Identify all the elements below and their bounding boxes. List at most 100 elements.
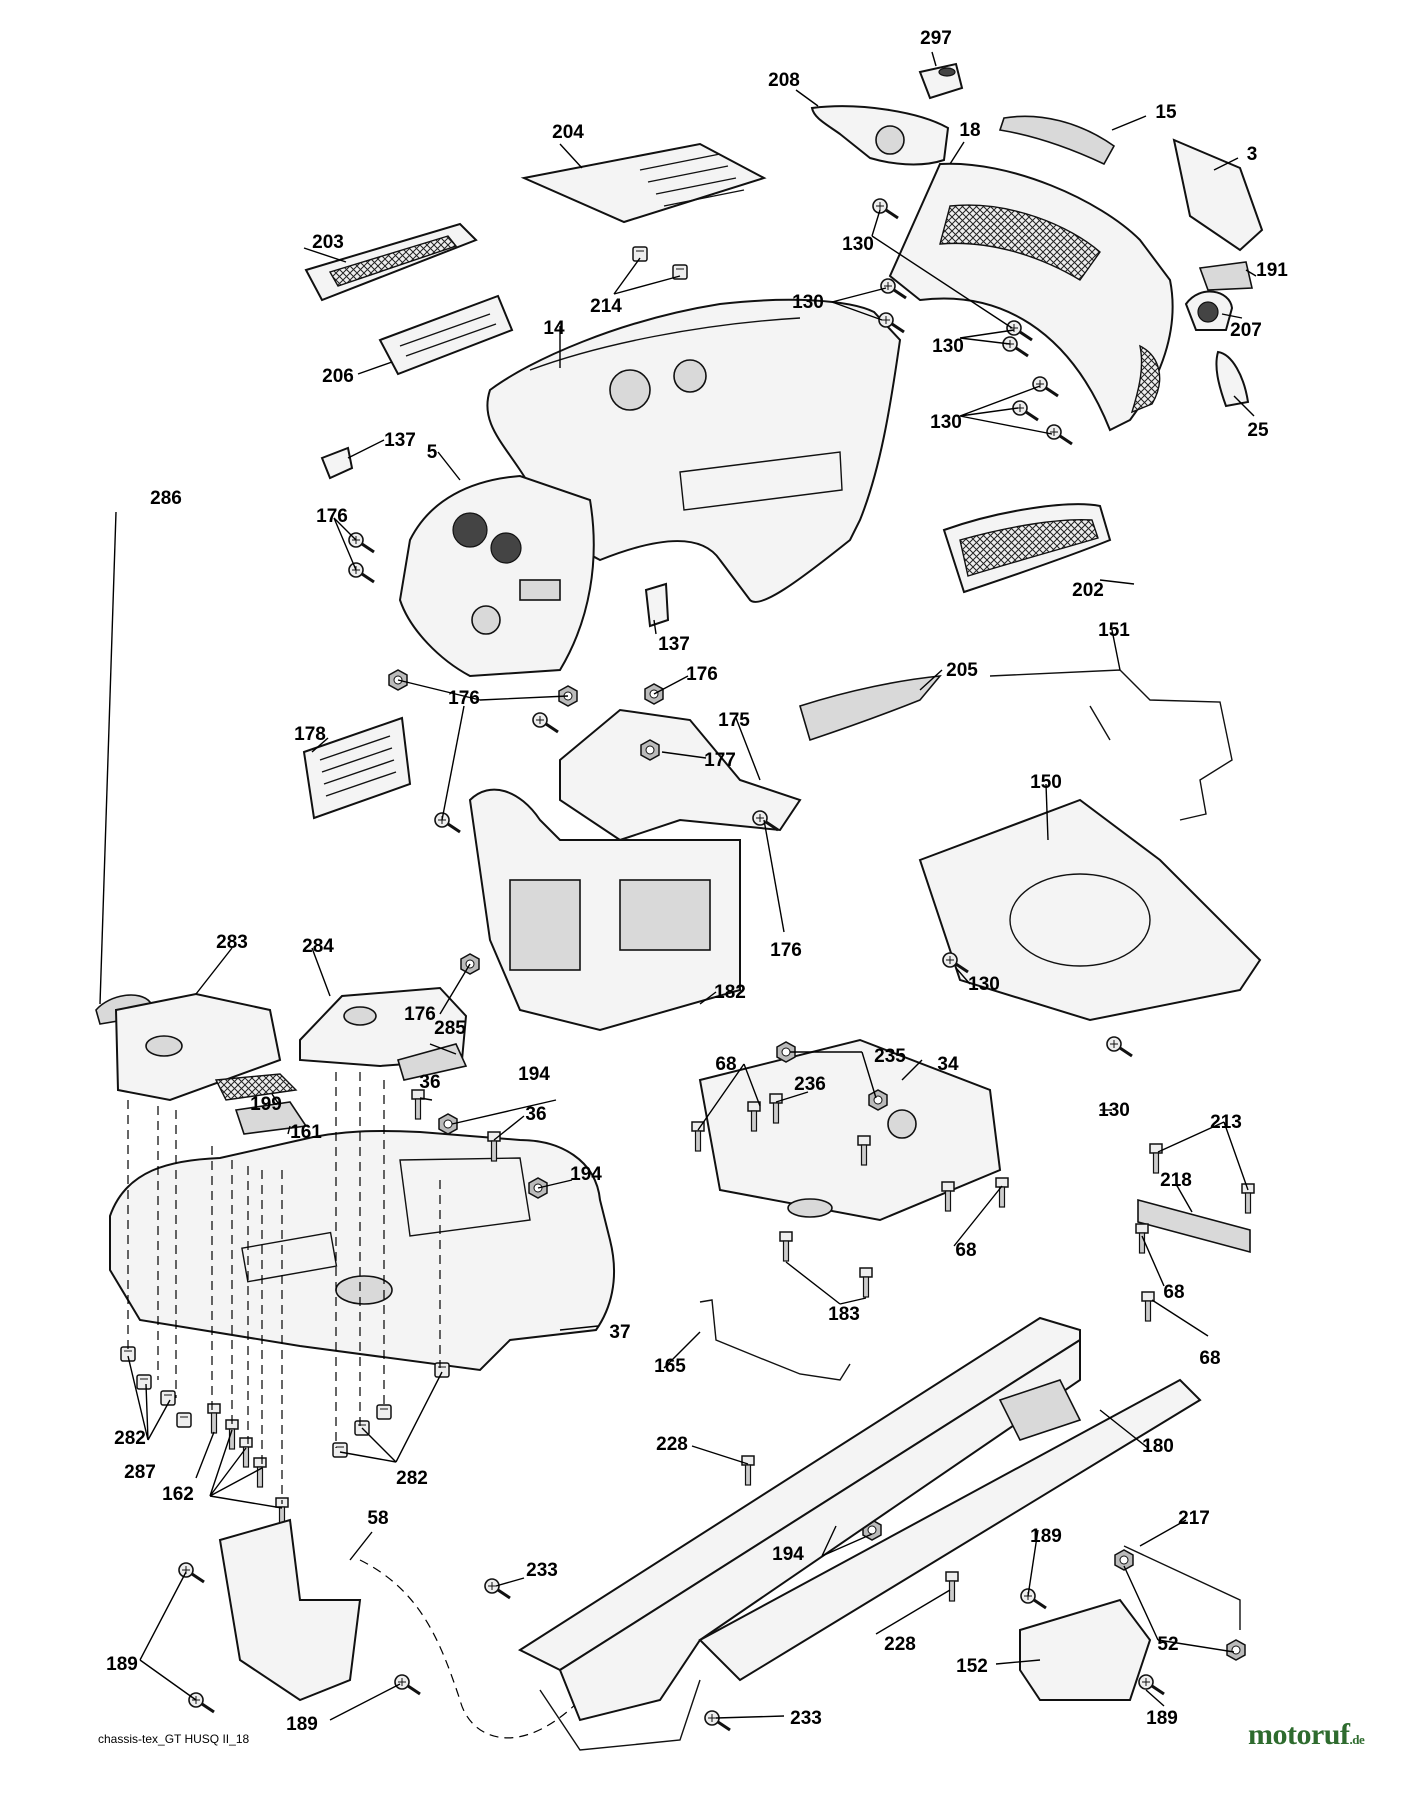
- label-130-d: 130: [930, 412, 962, 433]
- part-283-cover-left: [114, 992, 282, 1102]
- part-165-rod: [699, 1299, 851, 1381]
- label-213: 213: [1210, 1112, 1242, 1133]
- part-25-light: [1215, 350, 1250, 408]
- label-285: 285: [434, 1018, 466, 1039]
- label-130-b: 130: [792, 292, 824, 313]
- label-183: 183: [828, 1304, 860, 1325]
- part-202-grille: [942, 503, 1112, 594]
- label-282-a: 282: [114, 1428, 146, 1449]
- label-228-a: 228: [656, 1434, 688, 1455]
- label-297: 297: [920, 28, 952, 49]
- label-284: 284: [302, 936, 334, 957]
- label-151: 151: [1098, 620, 1130, 641]
- part-3-bracket: [1172, 138, 1264, 252]
- part-137-latch-top: [320, 446, 354, 480]
- part-15-trim: [998, 115, 1116, 166]
- label-68-a: 68: [715, 1054, 736, 1075]
- part-161-cover: [234, 1101, 308, 1135]
- part-217-rod: [1123, 1545, 1241, 1630]
- fastener-287: [207, 1403, 221, 1434]
- label-203: 203: [312, 232, 344, 253]
- label-194-c: 194: [772, 1544, 804, 1565]
- part-206-vent: [378, 294, 514, 376]
- part-218-bracket: [1137, 1198, 1251, 1254]
- part-214-clips: [632, 246, 688, 280]
- label-25: 25: [1247, 420, 1269, 441]
- label-68-b: 68: [1163, 1282, 1184, 1303]
- label-176-c: 176: [448, 688, 480, 709]
- label-218: 218: [1160, 1170, 1192, 1191]
- label-14: 14: [543, 318, 565, 339]
- part-number-labels: 297 208 15 204 18 3 203 130 191 214 130 …: [106, 28, 1288, 1735]
- part-208-bezel: [810, 105, 950, 166]
- label-206: 206: [322, 366, 354, 387]
- label-5: 5: [427, 442, 438, 463]
- label-34: 34: [937, 1054, 959, 1075]
- part-137-latch-bottom: [644, 582, 670, 628]
- label-36-b: 36: [525, 1104, 546, 1125]
- label-235: 235: [874, 1046, 906, 1067]
- label-204: 204: [552, 122, 584, 143]
- label-3: 3: [1247, 144, 1258, 165]
- label-208: 208: [768, 70, 800, 91]
- part-191-insert: [1198, 261, 1253, 291]
- label-162: 162: [162, 1484, 194, 1505]
- label-287: 287: [124, 1462, 156, 1483]
- label-282-b: 282: [396, 1468, 428, 1489]
- label-217: 217: [1178, 1508, 1210, 1529]
- label-176-b: 176: [686, 664, 718, 685]
- label-228-b: 228: [884, 1634, 916, 1655]
- label-176-e: 176: [770, 940, 802, 961]
- label-165: 165: [654, 1356, 686, 1377]
- label-180: 180: [1142, 1436, 1174, 1457]
- label-189-c: 189: [1146, 1708, 1178, 1729]
- label-150: 150: [1030, 772, 1062, 793]
- part-297-knob: [918, 62, 964, 100]
- label-236: 236: [794, 1074, 826, 1095]
- assembly-lines: [127, 1072, 581, 1739]
- label-68-d: 68: [1199, 1348, 1220, 1369]
- part-207-headlight: [1184, 290, 1234, 331]
- part-205-trim: [799, 675, 942, 742]
- label-18: 18: [959, 120, 980, 141]
- part-5-dashboard: [398, 474, 595, 678]
- part-203-vent: [304, 222, 478, 302]
- fastener-group-183: [779, 1231, 873, 1298]
- label-207: 207: [1230, 320, 1262, 341]
- label-205: 205: [946, 660, 978, 681]
- label-176-a: 176: [316, 506, 348, 527]
- label-194-a: 194: [518, 1064, 550, 1085]
- fastener-group-162: [225, 1419, 289, 1528]
- label-58: 58: [367, 1508, 388, 1529]
- part-150-pan: [918, 798, 1262, 1022]
- watermark-text: motoruf: [1248, 1718, 1350, 1751]
- part-177-bushing: [640, 739, 660, 761]
- part-199-plate: [214, 1073, 298, 1101]
- part-284-cover-right: [299, 986, 468, 1068]
- watermark-suffix: .de: [1349, 1732, 1365, 1747]
- label-137-b: 137: [658, 634, 690, 655]
- label-130-c: 130: [932, 336, 964, 357]
- leader-lines: [99, 51, 1257, 1721]
- label-233-b: 233: [790, 1708, 822, 1729]
- label-191: 191: [1256, 260, 1288, 281]
- label-130-f: 130: [1098, 1100, 1130, 1121]
- part-175-bracket: [559, 708, 802, 842]
- part-34-mounting-plate: [698, 1038, 1002, 1222]
- part-18-front-grille: [888, 162, 1174, 432]
- label-175: 175: [718, 710, 750, 731]
- label-137-a: 137: [384, 430, 416, 451]
- label-189-b: 189: [106, 1654, 138, 1675]
- label-182: 182: [714, 982, 746, 1003]
- label-214: 214: [590, 296, 622, 317]
- label-178: 178: [294, 724, 326, 745]
- label-189-d: 189: [286, 1714, 318, 1735]
- label-194-b: 194: [570, 1164, 602, 1185]
- label-283: 283: [216, 932, 248, 953]
- label-189-a: 189: [1030, 1526, 1062, 1547]
- label-233-a: 233: [526, 1560, 558, 1581]
- fastener-group-282: [120, 1346, 450, 1458]
- label-130-a: 130: [842, 234, 874, 255]
- part-58-bracket: [218, 1518, 362, 1702]
